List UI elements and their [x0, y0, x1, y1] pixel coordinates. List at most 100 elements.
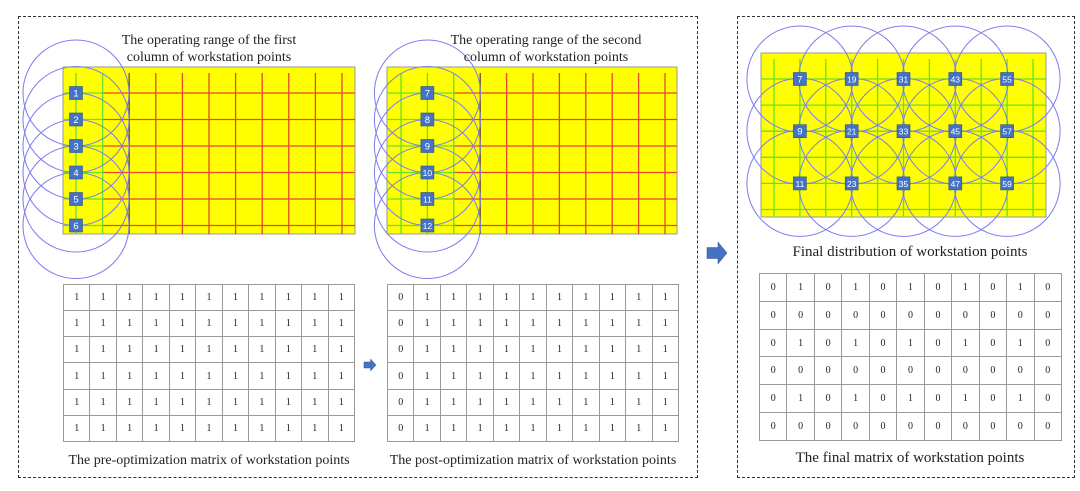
matrix-cell: 1 [786, 328, 815, 358]
workstation-point-marker [69, 192, 83, 206]
matrix-cell: 1 [195, 414, 223, 443]
workstation-point-label: 59 [1002, 179, 1012, 189]
matrix-cell: 1 [168, 310, 197, 338]
matrix-cell: 1 [572, 414, 600, 443]
matrix-cell: 1 [221, 310, 250, 338]
matrix-cell: 1 [841, 273, 870, 302]
matrix-cell: 1 [1006, 328, 1035, 358]
matrix-cell: 0 [758, 384, 788, 414]
matrix-cell: 1 [221, 336, 250, 364]
matrix-cell: 0 [923, 273, 953, 302]
matrix-cell: 1 [168, 388, 197, 416]
matrix-cell: 0 [841, 412, 870, 441]
matrix-cell: 1 [519, 414, 547, 443]
workstation-point-marker [420, 86, 435, 100]
matrix-cell: 1 [492, 388, 521, 416]
matrix-cell: 1 [651, 414, 680, 443]
matrix-cell: 1 [519, 283, 547, 312]
matrix-cell: 1 [598, 310, 627, 338]
workstation-point-marker [69, 218, 83, 233]
small-arrow-icon [363, 358, 377, 372]
workstation-point-label: 43 [951, 75, 961, 85]
matrix-cell: 1 [327, 362, 356, 390]
matrix-cell: 0 [786, 300, 815, 330]
matrix-cell: 1 [439, 414, 468, 443]
matrix-cell: 1 [651, 388, 680, 416]
panel1-title-line1: The operating range of the first [121, 33, 297, 48]
matrix-cell: 1 [519, 310, 547, 338]
matrix-cell: 1 [195, 362, 223, 390]
matrix-cell: 0 [386, 336, 415, 364]
matrix-cell: 1 [651, 336, 680, 364]
workstation-point-label: 33 [899, 127, 909, 137]
workstation-point-label: 21 [847, 127, 857, 137]
matrix-cell: 0 [386, 310, 415, 338]
workstation-point-label: 11 [423, 195, 432, 205]
workstation-point-marker [69, 86, 83, 100]
matrix-cell: 1 [301, 283, 329, 312]
optimization-process-box [18, 16, 698, 478]
workstation-point-label: 31 [899, 75, 909, 85]
workstation-point-marker [844, 124, 859, 138]
matrix-cell: 0 [923, 300, 953, 330]
matrix-cell: 0 [813, 356, 843, 386]
matrix-cell: 1 [786, 384, 815, 414]
matrix-cell: 1 [572, 283, 600, 312]
matrix-cell: 0 [758, 273, 788, 302]
matrix-cell: 1 [274, 283, 303, 312]
matrix-cell: 1 [248, 336, 276, 364]
matrix-cell: 1 [301, 388, 329, 416]
matrix-cell: 1 [221, 388, 250, 416]
matrix-cell: 1 [115, 310, 144, 338]
matrix-cell: 0 [1033, 300, 1063, 330]
matrix-cell: 0 [758, 356, 788, 386]
matrix-cell: 1 [841, 328, 870, 358]
matrix-cell: 0 [896, 356, 925, 386]
panel2-title-line2: column of workstation points [463, 50, 629, 65]
workstation-point-marker [948, 176, 963, 191]
matrix-cell: 1 [896, 328, 925, 358]
workstation-point-label: 57 [1002, 127, 1012, 137]
matrix-cell: 1 [168, 283, 197, 312]
matrix-cell: 0 [978, 328, 1008, 358]
matrix-cell: 1 [413, 362, 441, 390]
matrix-cell: 1 [327, 310, 356, 338]
matrix-cell: 0 [1033, 273, 1063, 302]
matrix-cell: 1 [327, 283, 356, 312]
workstation-point-label: 35 [899, 179, 909, 189]
matrix-cell: 1 [1006, 273, 1035, 302]
workstation-point-label: 55 [1002, 75, 1012, 85]
matrix-cell: 1 [168, 336, 197, 364]
matrix-cell: 0 [868, 356, 898, 386]
matrix-cell: 1 [439, 362, 468, 390]
matrix-cell: 1 [62, 388, 91, 416]
matrix-cell: 0 [951, 356, 980, 386]
matrix-cell: 1 [248, 388, 276, 416]
matrix-cell: 1 [651, 362, 680, 390]
workstation-point-label: 7 [425, 89, 430, 100]
matrix-cell: 1 [327, 336, 356, 364]
workstation-point-marker [844, 176, 859, 191]
matrix3-caption: The final matrix of workstation points [795, 450, 1025, 466]
matrix-cell: 1 [413, 414, 441, 443]
matrix-cell: 1 [598, 283, 627, 312]
matrix-cell: 0 [868, 273, 898, 302]
matrix-cell: 0 [786, 356, 815, 386]
matrix-cell: 1 [115, 362, 144, 390]
matrix-cell: 0 [896, 300, 925, 330]
matrix-cell: 1 [545, 283, 574, 312]
matrix-cell: 0 [951, 412, 980, 441]
workstation-point-label: 10 [423, 168, 433, 178]
workstation-point-label: 9 [425, 142, 430, 153]
matrix-cell: 0 [923, 328, 953, 358]
matrix-cell: 1 [301, 362, 329, 390]
workstation-point-label: 7 [797, 75, 802, 86]
workstation-point-label: 4 [73, 168, 78, 179]
